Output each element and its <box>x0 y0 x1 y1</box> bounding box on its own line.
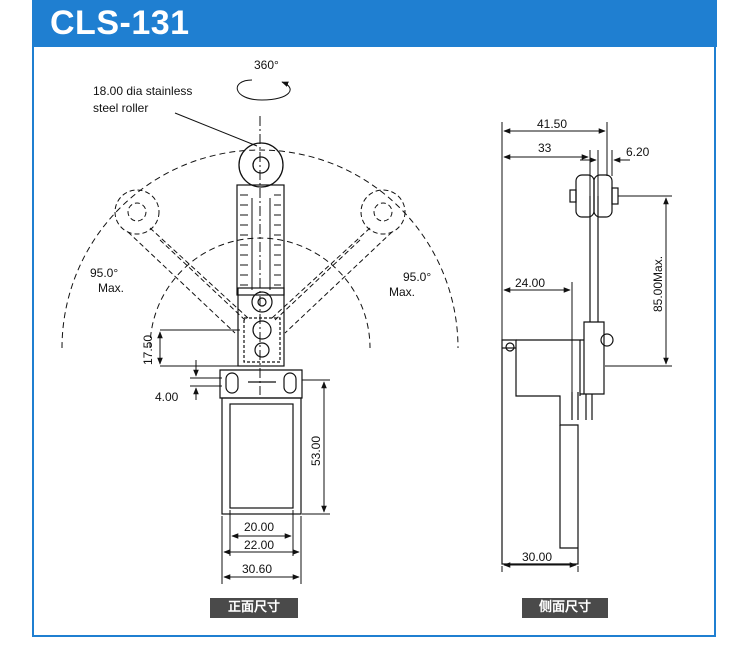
swing-arc-inner <box>149 237 371 349</box>
roller-note-line2: steel roller <box>93 101 148 115</box>
front-view-caption: 正面尺寸 <box>210 598 298 618</box>
swing-arc-outer <box>61 149 459 349</box>
side-view <box>501 174 619 565</box>
lever-right-dashed <box>271 189 406 334</box>
dim-30-60: 30.60 <box>242 562 272 576</box>
rotation-label: 360° <box>254 58 279 72</box>
title-bar: CLS-131 <box>32 0 717 47</box>
dim-20-00: 20.00 <box>244 520 274 534</box>
dim-17-50: 17.50 <box>141 335 155 365</box>
side-arm <box>589 196 599 322</box>
lever-vertical <box>236 142 285 296</box>
angle-left-max: Max. <box>98 281 124 295</box>
dim-22-00: 22.00 <box>244 538 274 552</box>
lever-left-dashed <box>114 189 249 334</box>
switch-head <box>237 287 285 367</box>
dim-6-20: 6.20 <box>626 145 650 159</box>
dim-41-50: 41.50 <box>537 117 567 131</box>
side-dimensions <box>501 122 672 572</box>
dim-33: 33 <box>538 141 552 155</box>
side-view-caption: 侧面尺寸 <box>522 598 608 618</box>
angle-left-label: 95.0° <box>90 266 118 280</box>
mounting-flange <box>219 369 303 399</box>
dim-4-00: 4.00 <box>155 390 179 404</box>
angle-right-label: 95.0° <box>403 270 431 284</box>
front-view <box>61 79 459 584</box>
roller-note-leader <box>174 112 258 147</box>
dim-24-00: 24.00 <box>515 276 545 290</box>
side-housing <box>501 339 579 565</box>
dim-30-00: 30.00 <box>522 550 552 564</box>
page-title: CLS-131 <box>50 4 190 42</box>
dim-53-00: 53.00 <box>309 436 323 466</box>
roller-note-line1: 18.00 dia stainless <box>93 84 192 98</box>
dim-85-max: 85.00Max. <box>651 256 665 312</box>
switch-body <box>221 397 302 515</box>
rotation-arrow <box>236 79 291 101</box>
angle-right-max: Max. <box>389 285 415 299</box>
content-frame <box>32 47 716 637</box>
